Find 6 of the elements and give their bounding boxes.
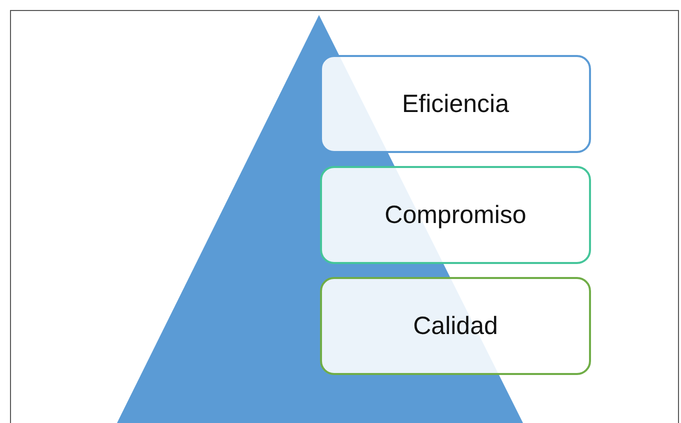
tier-label: Compromiso <box>384 200 526 230</box>
tier-box <box>320 55 591 153</box>
tier-box <box>320 166 591 264</box>
tier-label: Eficiencia <box>402 90 509 118</box>
tier-label: Calidad <box>413 312 498 340</box>
tier-box <box>320 277 591 375</box>
